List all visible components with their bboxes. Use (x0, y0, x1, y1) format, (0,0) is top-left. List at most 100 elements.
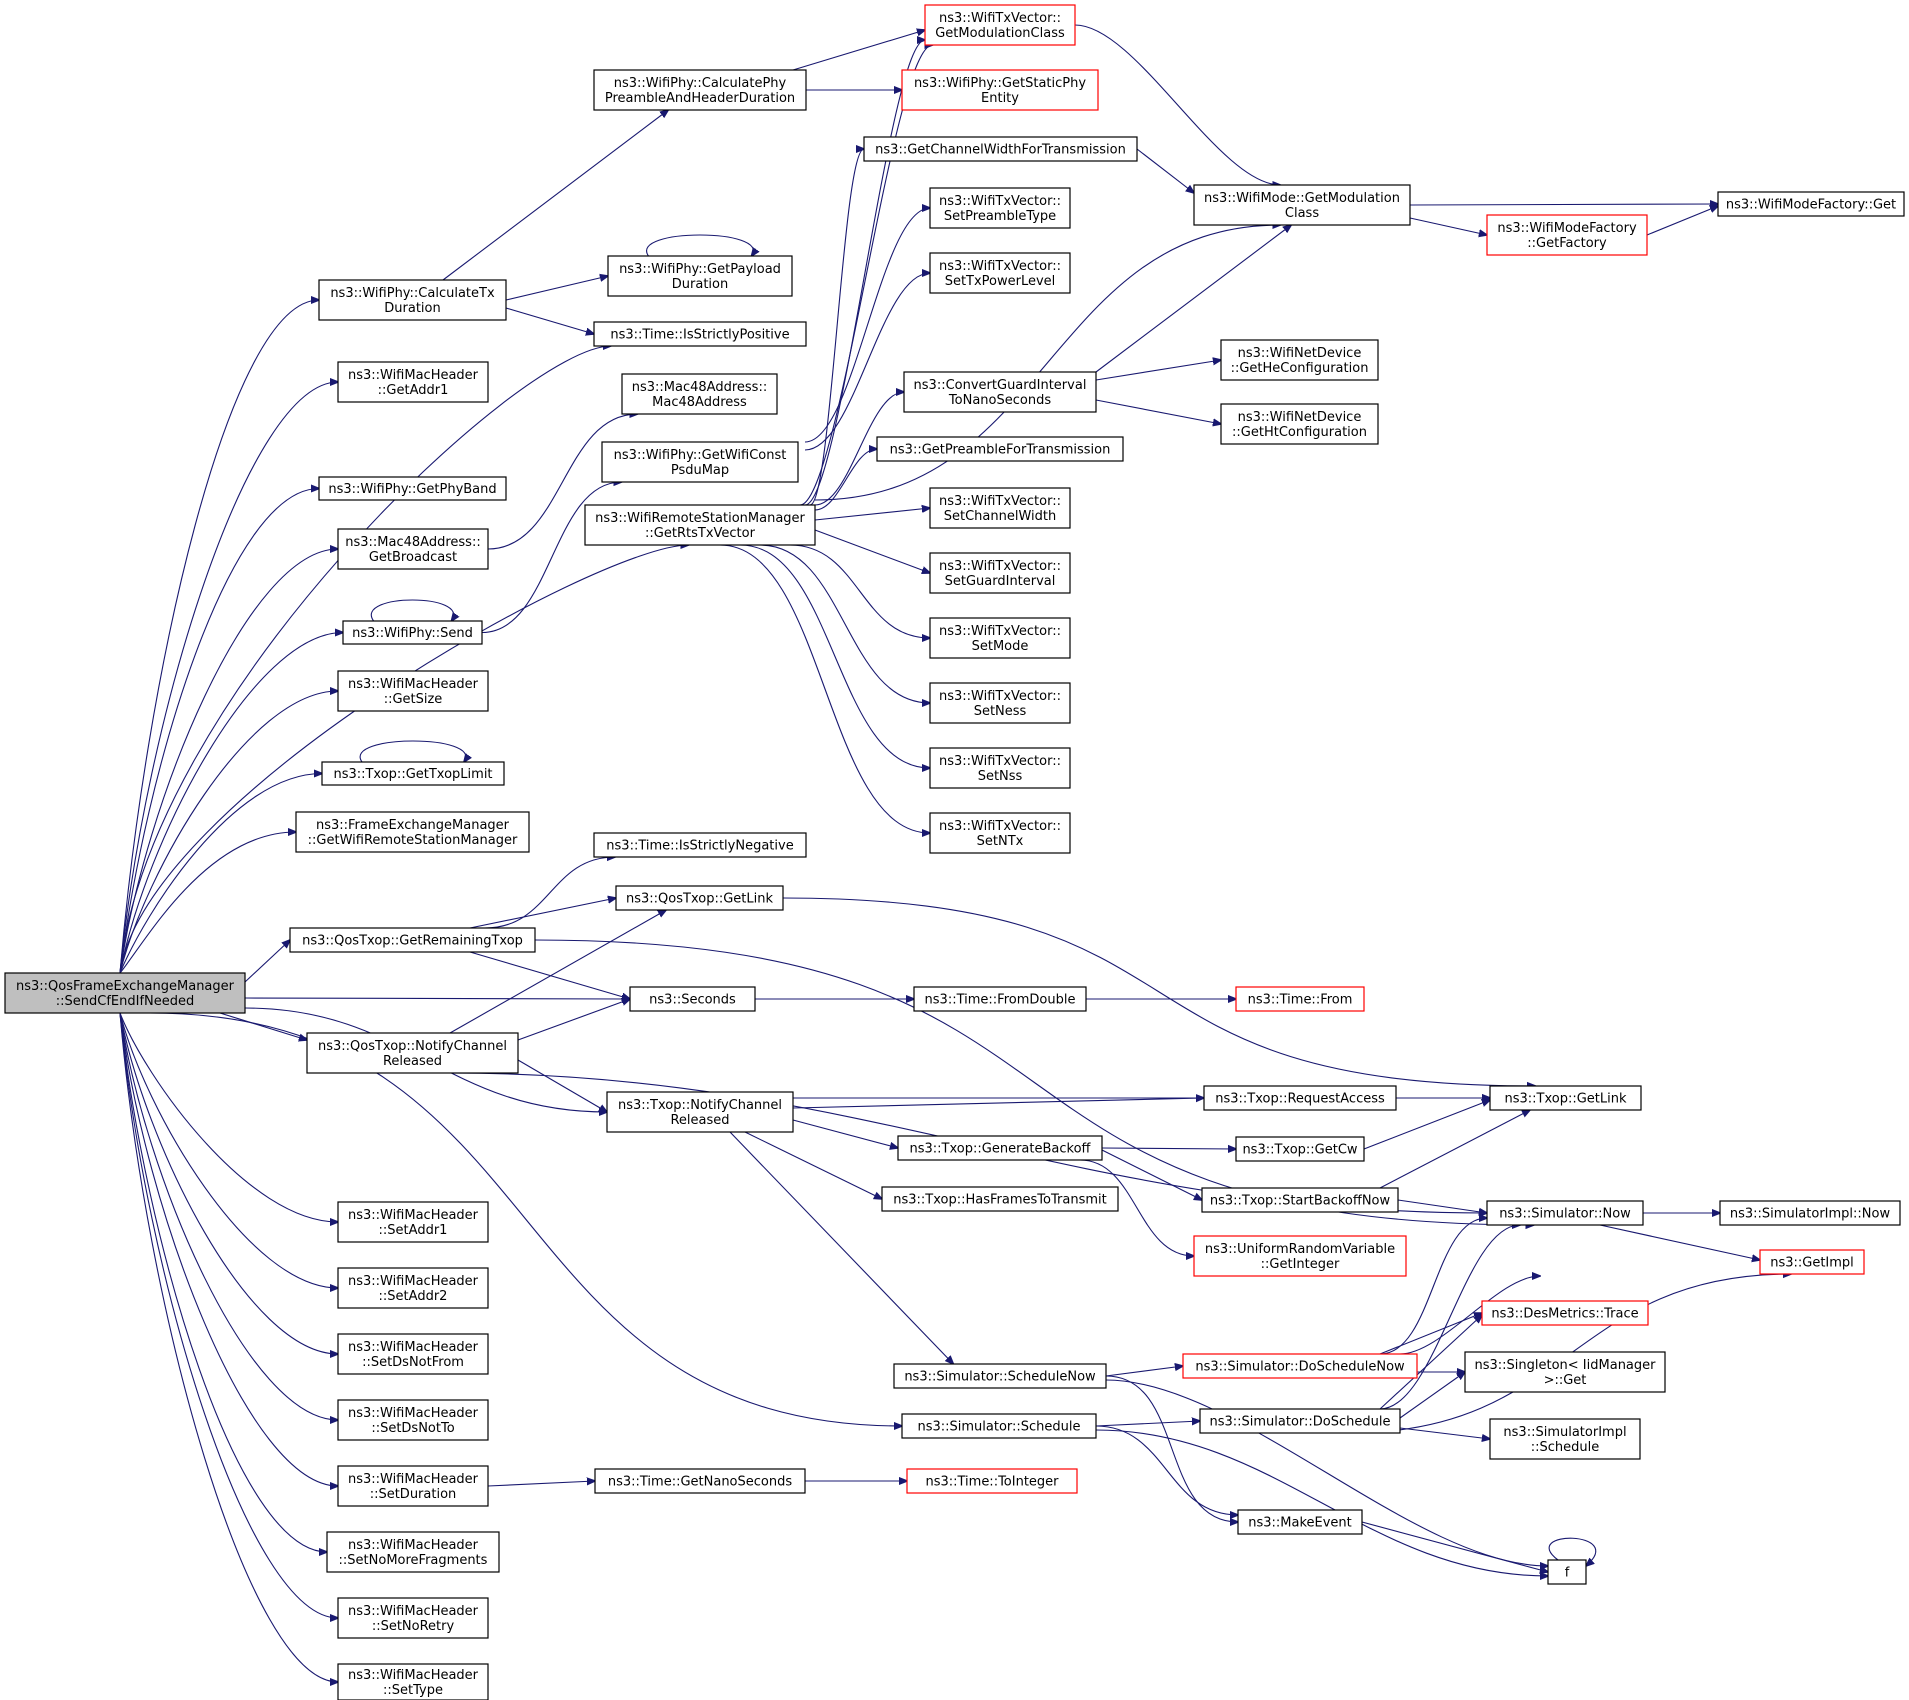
graph-node-getHeConf[interactable]: ns3::WifiNetDevice::GetHeConfiguration (1220, 339, 1379, 381)
graph-node-getWrsm[interactable]: ns3::FrameExchangeManager::GetWifiRemote… (295, 811, 530, 853)
graph-node-getBroadcast[interactable]: ns3::Mac48Address::GetBroadcast (337, 528, 489, 570)
graph-node-setAddr1[interactable]: ns3::WifiMacHeader::SetAddr1 (337, 1201, 489, 1243)
graph-node-factoryGetFactory[interactable]: ns3::WifiModeFactory::GetFactory (1486, 214, 1648, 256)
graph-node-implSchedule[interactable]: ns3::SimulatorImpl::Schedule (1489, 1418, 1641, 1460)
node-label-line: SetChannelWidth (944, 509, 1057, 524)
graph-node-getHtConf[interactable]: ns3::WifiNetDevice::GetHtConfiguration (1220, 403, 1379, 445)
graph-node-isStrictlyNeg[interactable]: ns3::Time::IsStrictlyNegative (593, 832, 807, 858)
graph-node-setNss[interactable]: ns3::WifiTxVector::SetNss (929, 747, 1071, 789)
graph-node-setDsNotFrom[interactable]: ns3::WifiMacHeader::SetDsNotFrom (337, 1333, 489, 1375)
graph-node-send[interactable]: ns3::WifiPhy::Send (342, 620, 483, 645)
graph-node-setAddr2[interactable]: ns3::WifiMacHeader::SetAddr2 (337, 1267, 489, 1309)
node-box (1220, 403, 1379, 445)
graph-node-getImpl[interactable]: ns3::GetImpl (1759, 1249, 1865, 1275)
call-edge-32 (517, 999, 630, 1041)
graph-node-getCw[interactable]: ns3::Txop::GetCw (1235, 1136, 1365, 1162)
graph-node-mac48[interactable]: ns3::Mac48Address::Mac48Address (621, 373, 778, 415)
graph-node-simNow[interactable]: ns3::Simulator::Now (1486, 1200, 1644, 1226)
node-label-line: ns3::WifiTxVector:: (939, 494, 1061, 509)
call-edge-16 (119, 1012, 338, 1354)
graph-node-hasFrames[interactable]: ns3::Txop::HasFramesToTransmit (881, 1186, 1119, 1212)
graph-node-modeGetModClass[interactable]: ns3::WifiMode::GetModulationClass (1193, 184, 1411, 226)
graph-node-setNoRetry[interactable]: ns3::WifiMacHeader::SetNoRetry (337, 1597, 489, 1639)
graph-node-makeEvent[interactable]: ns3::MakeEvent (1237, 1509, 1363, 1535)
graph-node-singletonGet[interactable]: ns3::Singleton< IidManager >::Get (1464, 1351, 1666, 1393)
graph-node-startBackoff[interactable]: ns3::Txop::StartBackoffNow (1201, 1187, 1399, 1213)
node-box (337, 528, 489, 570)
graph-node-setNess[interactable]: ns3::WifiTxVector::SetNess (929, 682, 1071, 724)
node-box (326, 1531, 500, 1573)
call-edge-25 (505, 307, 594, 334)
graph-node-getPreambleTx[interactable]: ns3::GetPreambleForTransmission (876, 436, 1124, 462)
node-box (1489, 1418, 1641, 1460)
graph-node-setNoMoreFrag[interactable]: ns3::WifiMacHeader::SetNoMoreFragments (326, 1531, 500, 1573)
node-box (1193, 1235, 1407, 1277)
graph-node-setChanWidth[interactable]: ns3::WifiTxVector::SetChannelWidth (929, 487, 1071, 529)
graph-node-genBackoff[interactable]: ns3::Txop::GenerateBackoff (897, 1135, 1103, 1161)
node-box (1235, 986, 1365, 1012)
call-edge-94 (1599, 1224, 1760, 1260)
graph-node-desTrace[interactable]: ns3::DesMetrics::Trace (1481, 1300, 1649, 1326)
graph-node-setDsNotTo[interactable]: ns3::WifiMacHeader::SetDsNotTo (337, 1399, 489, 1441)
graph-node-getAddr1[interactable]: ns3::WifiMacHeader::GetAddr1 (337, 361, 489, 403)
graph-node-getRemTxop[interactable]: ns3::QosTxop::GetRemainingTxop (289, 927, 536, 953)
node-label-line: ::Schedule (1531, 1440, 1600, 1455)
graph-node-getPhyBand[interactable]: ns3::WifiPhy::GetPhyBand (318, 476, 507, 501)
node-label-line: ns3::GetImpl (1770, 1256, 1854, 1271)
node-box (289, 927, 536, 953)
graph-node-getChanWidth[interactable]: ns3::GetChannelWidthForTransmission (863, 136, 1138, 162)
graph-node-setPreamble[interactable]: ns3::WifiTxVector::SetPreambleType (929, 187, 1071, 229)
node-box (881, 1186, 1119, 1212)
graph-node-calcPreamble[interactable]: ns3::WifiPhy::CalculatePhyPreambleAndHea… (593, 69, 807, 111)
graph-node-setMode[interactable]: ns3::WifiTxVector::SetMode (929, 617, 1071, 659)
node-label-line: ns3::Txop::GetCw (1242, 1143, 1357, 1158)
graph-node-getNanoSec[interactable]: ns3::Time::GetNanoSeconds (594, 1468, 806, 1494)
graph-node-doSchedNow[interactable]: ns3::Simulator::DoScheduleNow (1182, 1353, 1418, 1379)
graph-node-toInteger[interactable]: ns3::Time::ToInteger (906, 1468, 1078, 1494)
graph-node-timeFrom[interactable]: ns3::Time::From (1235, 986, 1365, 1012)
graph-node-f[interactable]: f (1547, 1559, 1587, 1585)
graph-node-getModClass[interactable]: ns3::WifiTxVector::GetModulationClass (924, 4, 1076, 46)
call-edge-11 (244, 998, 630, 999)
graph-node-setTxPower[interactable]: ns3::WifiTxVector::SetTxPowerLevel (929, 252, 1071, 294)
graph-node-root[interactable]: ns3::QosFrameExchangeManager::SendCfEndI… (4, 972, 246, 1014)
graph-node-setDuration[interactable]: ns3::WifiMacHeader::SetDuration (337, 1465, 489, 1507)
graph-node-getSize[interactable]: ns3::WifiMacHeader::GetSize (337, 670, 489, 712)
node-label-line: GetModulationClass (935, 26, 1065, 41)
node-box (1199, 1408, 1401, 1434)
graph-node-setType[interactable]: ns3::WifiMacHeader::SetType (337, 1663, 489, 1700)
graph-node-setGI[interactable]: ns3::WifiTxVector::SetGuardInterval (929, 552, 1071, 594)
graph-node-doSchedule[interactable]: ns3::Simulator::DoSchedule (1199, 1408, 1401, 1434)
node-label-line: ns3::Txop::GetTxopLimit (333, 767, 492, 782)
graph-node-getRts[interactable]: ns3::WifiRemoteStationManager::GetRtsTxV… (584, 504, 816, 546)
graph-node-qosGetLink[interactable]: ns3::QosTxop::GetLink (615, 885, 784, 911)
graph-node-fromDouble[interactable]: ns3::Time::FromDouble (913, 986, 1087, 1012)
graph-node-isStrictlyPos[interactable]: ns3::Time::IsStrictlyPositive (593, 321, 807, 347)
graph-node-schedNow[interactable]: ns3::Simulator::ScheduleNow (893, 1363, 1107, 1389)
call-edge-0 (119, 300, 319, 974)
graph-node-getTxopLimit[interactable]: ns3::Txop::GetTxopLimit (321, 761, 505, 786)
graph-node-setNTx[interactable]: ns3::WifiTxVector::SetNTx (929, 812, 1071, 854)
node-box (893, 1363, 1107, 1389)
node-box (903, 371, 1097, 413)
graph-node-implNow[interactable]: ns3::SimulatorImpl::Now (1719, 1200, 1901, 1226)
graph-node-seconds[interactable]: ns3::Seconds (629, 986, 756, 1012)
graph-node-schedule[interactable]: ns3::Simulator::Schedule (901, 1413, 1097, 1439)
call-edge-56 (792, 1098, 1204, 1109)
node-label-line: PreambleAndHeaderDuration (605, 91, 795, 106)
graph-node-uniformGetInt[interactable]: ns3::UniformRandomVariable::GetInteger (1193, 1235, 1407, 1277)
call-edge-20 (119, 1012, 338, 1618)
graph-node-txopGetLink[interactable]: ns3::Txop::GetLink (1489, 1085, 1642, 1111)
graph-node-requestAccess[interactable]: ns3::Txop::RequestAccess (1203, 1085, 1397, 1111)
node-label-line: ns3::WifiModeFactory::Get (1726, 198, 1896, 213)
graph-node-factoryGet[interactable]: ns3::WifiModeFactory::Get (1717, 191, 1905, 217)
node-box (1220, 339, 1379, 381)
